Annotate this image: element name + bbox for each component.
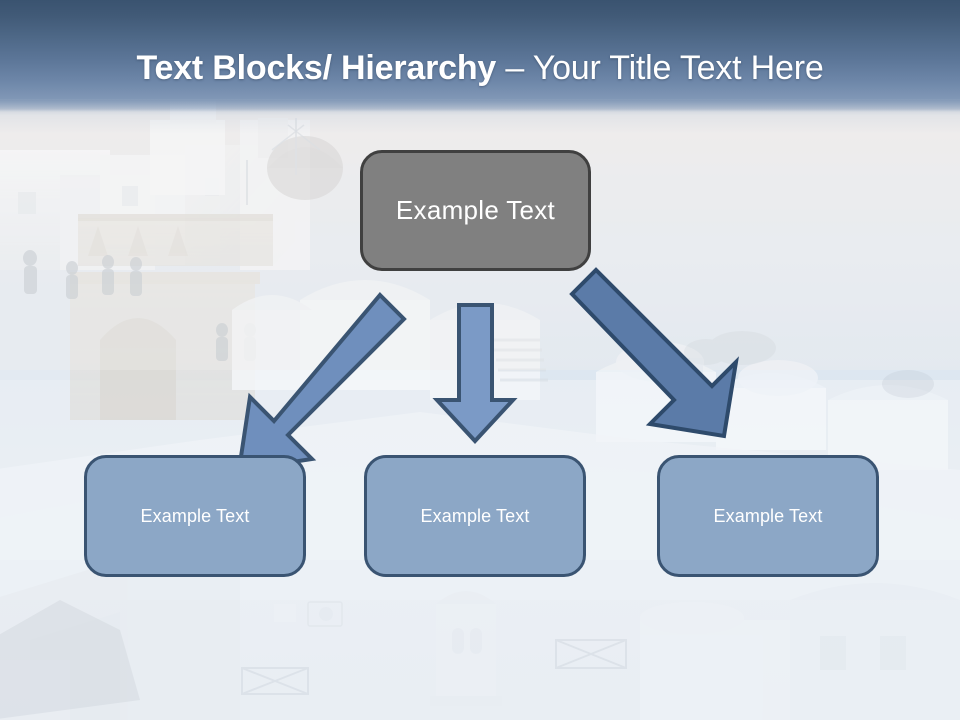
hierarchy-child-node-1[interactable]: Example Text [84, 455, 306, 577]
hierarchy-root-node[interactable]: Example Text [360, 150, 591, 271]
page-title-separator: – [496, 49, 533, 87]
page-title-bold: Text Blocks/ Hierarchy [136, 49, 497, 87]
title-banner [0, 0, 960, 112]
hierarchy-root-label: Example Text [395, 195, 556, 225]
page-title: Text Blocks/ Hierarchy – Your Title Text… [0, 48, 960, 88]
hierarchy-child-label-2: Example Text [420, 505, 530, 526]
hierarchy-child-node-2[interactable]: Example Text [364, 455, 586, 577]
hierarchy-child-label-3: Example Text [713, 505, 823, 526]
hierarchy-child-label-1: Example Text [140, 505, 250, 526]
hierarchy-child-node-3[interactable]: Example Text [657, 455, 879, 577]
page-title-light: Your Title Text Here [532, 49, 824, 87]
